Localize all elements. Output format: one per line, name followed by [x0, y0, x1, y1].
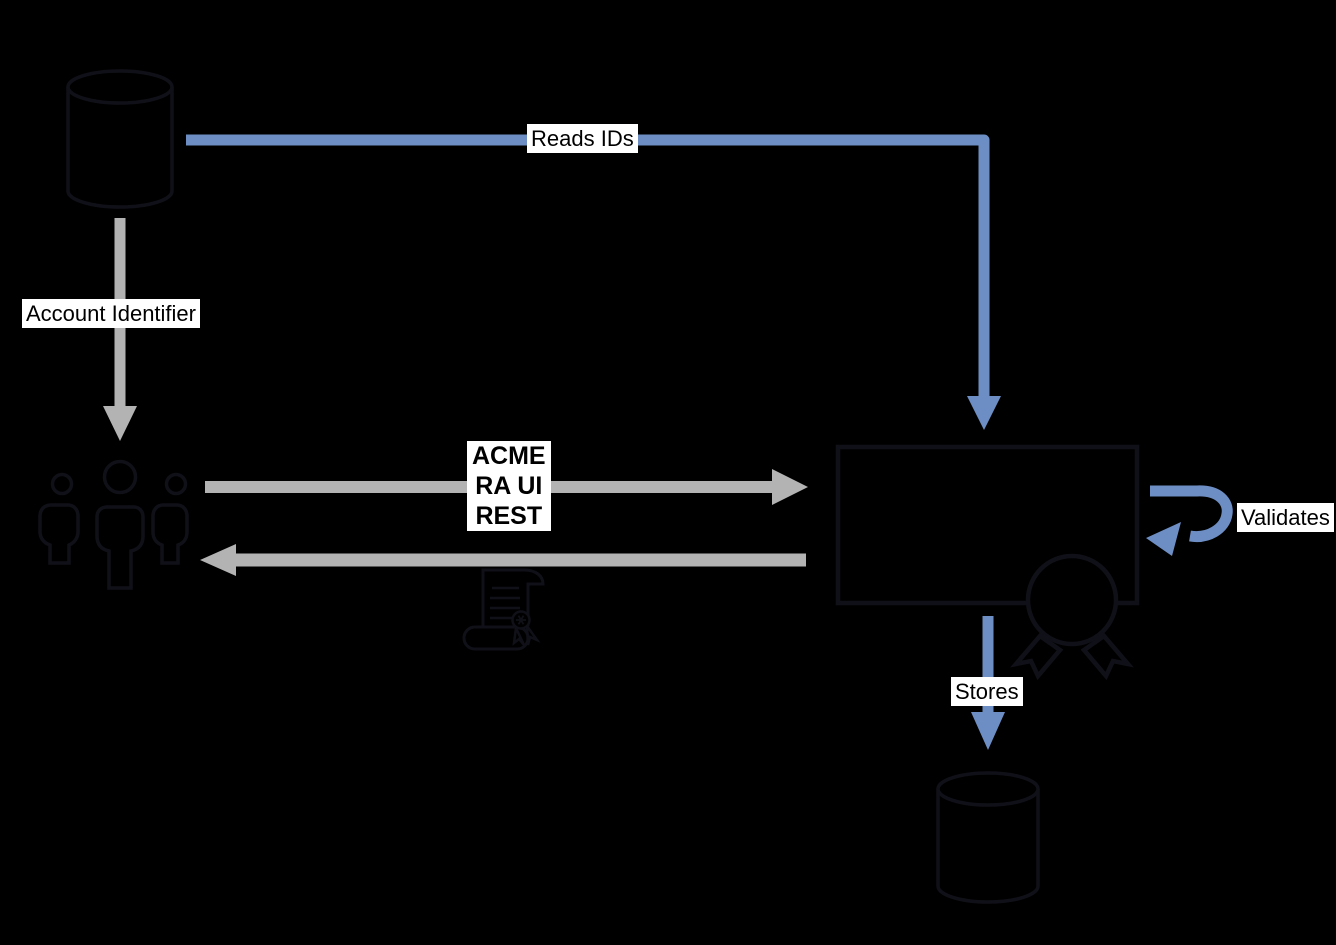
account-identifier-label: Account Identifier — [22, 299, 200, 328]
person-head — [164, 472, 188, 496]
person-head — [50, 472, 74, 496]
validates-loop-arrow — [1146, 485, 1233, 556]
acme-line-2: RA UI — [475, 472, 543, 500]
stores-label: Stores — [951, 677, 1023, 706]
arrowhead-right — [772, 469, 808, 505]
acme-line-3: REST — [475, 502, 543, 530]
award-ribbon-icon — [1010, 553, 1134, 681]
acme-request-label: ACME RA UI REST — [467, 441, 551, 531]
arrowhead-down — [967, 396, 1001, 430]
person-body — [95, 505, 145, 590]
scroll-text-lines — [490, 586, 520, 620]
users-icon — [38, 459, 189, 590]
person-body — [38, 503, 80, 565]
account-identifier-arrow — [103, 218, 137, 441]
seal-ribbons — [512, 621, 541, 646]
reads-ids-label: Reads IDs — [527, 124, 638, 153]
arrowhead-down — [103, 406, 137, 441]
ribbon-tail-left — [1010, 632, 1064, 681]
target-database-icon — [936, 771, 1040, 904]
arrowhead-left — [200, 544, 236, 576]
arrowhead-down — [971, 712, 1005, 750]
validates-label: Validates — [1237, 503, 1334, 532]
arrowhead-left — [1146, 522, 1181, 556]
ribbon-tail-right — [1080, 632, 1134, 681]
person-body — [151, 503, 189, 565]
badge-circle — [1025, 553, 1119, 647]
source-database-icon — [66, 69, 174, 209]
acme-line-1: ACME — [472, 442, 546, 470]
response-arrow — [200, 544, 806, 576]
person-head — [102, 459, 138, 495]
certificate-scroll-icon — [462, 568, 545, 651]
seal-star — [516, 615, 526, 625]
reads-ids-arrow — [186, 134, 1001, 430]
